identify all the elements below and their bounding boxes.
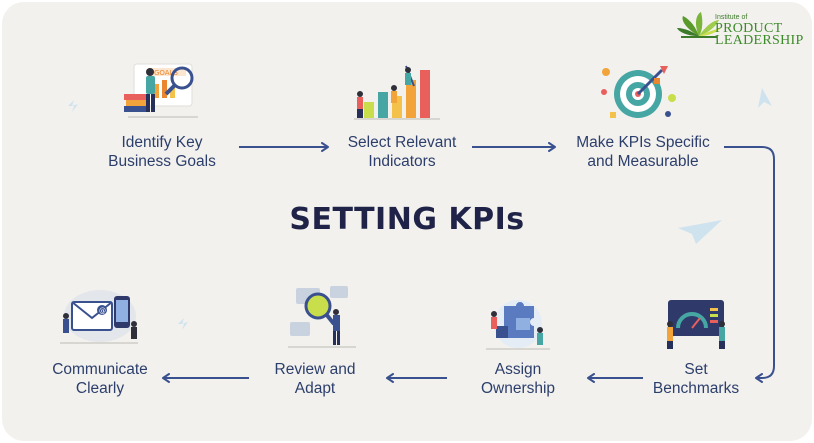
- step-specific-measurable: Make KPIs Specific and Measurable: [558, 133, 728, 171]
- logo-line1: Institute of: [715, 14, 748, 21]
- step-3-line2: and Measurable: [587, 153, 699, 170]
- step-3-line1: Make KPIs Specific: [576, 134, 710, 151]
- leaf-logo-icon: [677, 12, 721, 38]
- email-communication-icon: @: [60, 290, 138, 344]
- bar-chart-people-icon: [354, 65, 440, 120]
- step-5-line1: Assign: [494, 361, 542, 378]
- step-identify-goals: Identify Key Business Goals: [92, 133, 232, 171]
- logo-line2: PRODUCT: [715, 21, 783, 36]
- step-7-line2: Clearly: [75, 380, 125, 397]
- step-7-line1: Communicate: [52, 361, 148, 378]
- arrow-3-4: [724, 146, 775, 383]
- step-2-line2: Indicators: [368, 153, 436, 170]
- paper-plane-small-icon: [758, 88, 772, 108]
- goal-magnifier-icon: GOALS: [124, 63, 198, 118]
- step-5-line2: Ownership: [480, 380, 556, 397]
- step-assign-ownership: Assign Ownership: [448, 360, 588, 398]
- dashboard-gauge-icon: [667, 300, 725, 349]
- step-communicate-clearly: Communicate Clearly: [30, 360, 170, 398]
- step-2-line1: Select Relevant: [347, 134, 457, 151]
- magnifier-review-icon: [288, 286, 356, 348]
- page-title: SETTING KPIs: [289, 202, 525, 237]
- logo-line3: LEADERSHIP: [715, 33, 804, 48]
- svg-text:GOALS: GOALS: [154, 69, 178, 77]
- sparkle-icon-2: [178, 318, 188, 330]
- step-4-line1: Set: [684, 361, 708, 378]
- puzzle-team-icon: [486, 300, 550, 350]
- step-4-line2: Benchmarks: [652, 380, 740, 397]
- step-6-line1: Review and: [274, 361, 356, 378]
- sparkle-icon: [68, 100, 78, 112]
- svg-text:@: @: [99, 307, 106, 315]
- target-dart-icon: [601, 66, 676, 118]
- step-set-benchmarks: Set Benchmarks: [626, 360, 766, 398]
- step-select-indicators: Select Relevant Indicators: [332, 133, 472, 171]
- step-6-line2: Adapt: [294, 380, 336, 397]
- step-review-adapt: Review and Adapt: [245, 360, 385, 398]
- step-1-line1: Identify Key: [121, 134, 203, 151]
- step-1-line2: Business Goals: [108, 153, 216, 170]
- paper-plane-icon: [678, 220, 722, 244]
